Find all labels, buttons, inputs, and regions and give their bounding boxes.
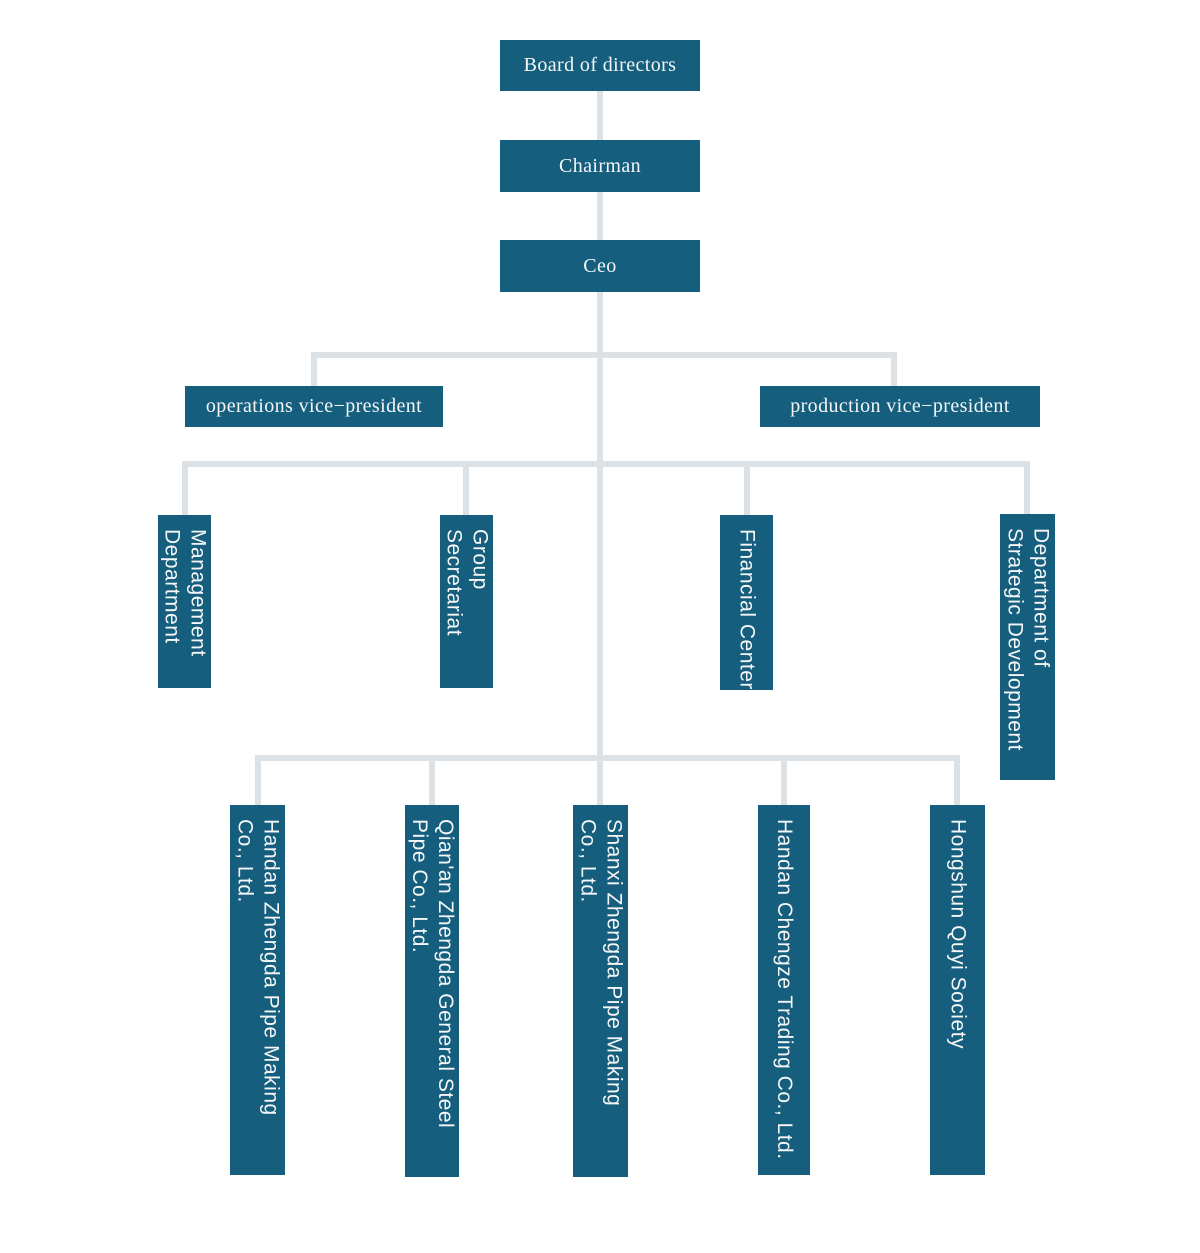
strategic-development-box: Department of Strategic Development (1000, 514, 1055, 780)
shanxi-zhengda-pipe-box: Shanxi Zhengda Pipe Making Co., Ltd. (573, 805, 628, 1177)
handan-chengze-trading-label: Handan Chengze Trading Co., Ltd. (773, 819, 796, 1160)
management-department-box: Management Department (158, 515, 211, 688)
connector-handan-chengze-drop (781, 755, 787, 805)
shanxi-zhengda-pipe-label: Shanxi Zhengda Pipe Making Co., Ltd. (576, 819, 626, 1107)
connector-handan-pipe-drop (255, 755, 261, 805)
group-secretariat-label: Group Secretariat (442, 529, 492, 637)
hongshun-quyi-society-box: Hongshun Quyi Society (930, 805, 985, 1175)
connector-strategic-drop (1024, 461, 1030, 514)
connector-board-chairman (597, 91, 603, 140)
connector-production-drop (891, 352, 897, 386)
connector-dept-horizontal (182, 461, 1030, 467)
strategic-development-label: Department of Strategic Development (1003, 528, 1053, 751)
connector-secretariat-drop (463, 461, 469, 515)
connector-management-drop (182, 461, 188, 515)
qianan-zhengda-steel-box: Qian'an Zhengda General Steel Pipe Co., … (405, 805, 459, 1177)
connector-sub-horizontal (255, 755, 960, 761)
handan-chengze-trading-box: Handan Chengze Trading Co., Ltd. (758, 805, 810, 1175)
board-of-directors-box: Board of directors (500, 40, 700, 91)
connector-chairman-ceo (597, 192, 603, 240)
chairman-box: Chairman (500, 140, 700, 192)
connector-ceo-trunk (597, 292, 603, 805)
financial-center-box: Financial Center (720, 515, 773, 690)
group-secretariat-box: Group Secretariat (440, 515, 493, 688)
handan-zhengda-pipe-label: Handan Zhengda Pipe Making Co., Ltd. (233, 819, 283, 1116)
operations-vp-box: operations vice−president (185, 386, 443, 427)
qianan-zhengda-steel-label: Qian'an Zhengda General Steel Pipe Co., … (408, 819, 457, 1129)
connector-vp-horizontal (311, 352, 897, 358)
financial-center-label: Financial Center (735, 529, 759, 690)
hongshun-quyi-society-label: Hongshun Quyi Society (946, 819, 970, 1049)
ceo-box: Ceo (500, 240, 700, 292)
connector-hongshun-drop (954, 755, 960, 805)
handan-zhengda-pipe-box: Handan Zhengda Pipe Making Co., Ltd. (230, 805, 285, 1175)
production-vp-box: production vice−president (760, 386, 1040, 427)
connector-operations-drop (311, 352, 317, 386)
management-department-label: Management Department (160, 529, 210, 657)
connector-qianan-drop (429, 755, 435, 805)
connector-financial-drop (744, 461, 750, 515)
